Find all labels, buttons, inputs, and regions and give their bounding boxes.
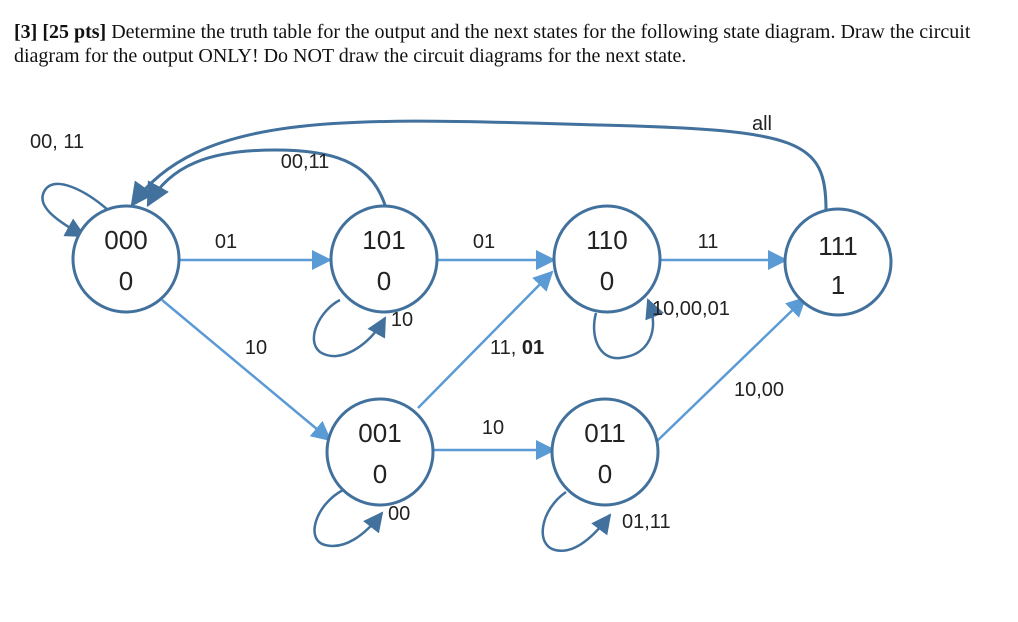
- state-011: 011 0: [550, 397, 660, 507]
- label-101-110: 01: [473, 231, 495, 253]
- state-111-output: 1: [831, 270, 845, 300]
- state-101-code: 101: [362, 225, 405, 255]
- edge-101-000: [146, 148, 387, 208]
- label-011-011: 01,11: [622, 511, 671, 533]
- label-001-001: 00: [388, 503, 410, 525]
- state-110: 110 0: [552, 204, 662, 314]
- edge-110-110: [592, 298, 664, 360]
- state-101-output: 0: [377, 266, 391, 296]
- label-001-011: 10: [482, 417, 504, 439]
- label-001-110-part-a: 11,: [490, 337, 522, 359]
- label-110-111: 11: [698, 231, 719, 253]
- state-000-output: 0: [119, 266, 133, 296]
- problem-number: [3] [25 pts]: [14, 21, 107, 43]
- label-111-000: all: [752, 113, 772, 135]
- edge-001-001: [313, 488, 384, 548]
- label-001-110-part-b: 01: [522, 337, 544, 359]
- edge-101-101: [312, 298, 387, 358]
- label-000-101: 01: [215, 231, 237, 253]
- label-101-101: 10: [391, 309, 413, 331]
- state-110-output: 0: [600, 266, 614, 296]
- state-000-code: 000: [104, 225, 147, 255]
- state-011-output: 0: [598, 459, 612, 489]
- edge-000-001: [161, 299, 332, 442]
- label-001-110: 11, 01: [490, 337, 544, 359]
- label-110-110: 10,00,01: [652, 298, 730, 320]
- edge-111-000: [130, 119, 828, 211]
- label-101-000: 00,11: [281, 151, 330, 173]
- label-000-001: 10: [245, 337, 267, 359]
- problem-text: Determine the truth table for the output…: [14, 21, 971, 67]
- label-000-000: 00, 11: [30, 131, 84, 153]
- state-110-code: 110: [586, 225, 627, 255]
- edge-001-110: [417, 270, 554, 409]
- state-111-code: 111: [818, 231, 858, 261]
- state-001-code: 001: [358, 418, 401, 448]
- edge-000-000: [41, 182, 109, 238]
- state-111: 111 1: [783, 207, 893, 317]
- label-011-111: 10,00: [734, 379, 784, 401]
- state-011-code: 011: [584, 418, 625, 448]
- state-001-output: 0: [373, 459, 387, 489]
- edge-011-011: [541, 490, 612, 553]
- problem-statement: [3] [25 pts] Determine the truth table f…: [14, 20, 1004, 68]
- state-001: 001 0: [325, 397, 435, 507]
- state-000: 000 0: [71, 204, 181, 314]
- edge-011-111: [654, 296, 807, 444]
- state-101: 101 0: [329, 204, 439, 314]
